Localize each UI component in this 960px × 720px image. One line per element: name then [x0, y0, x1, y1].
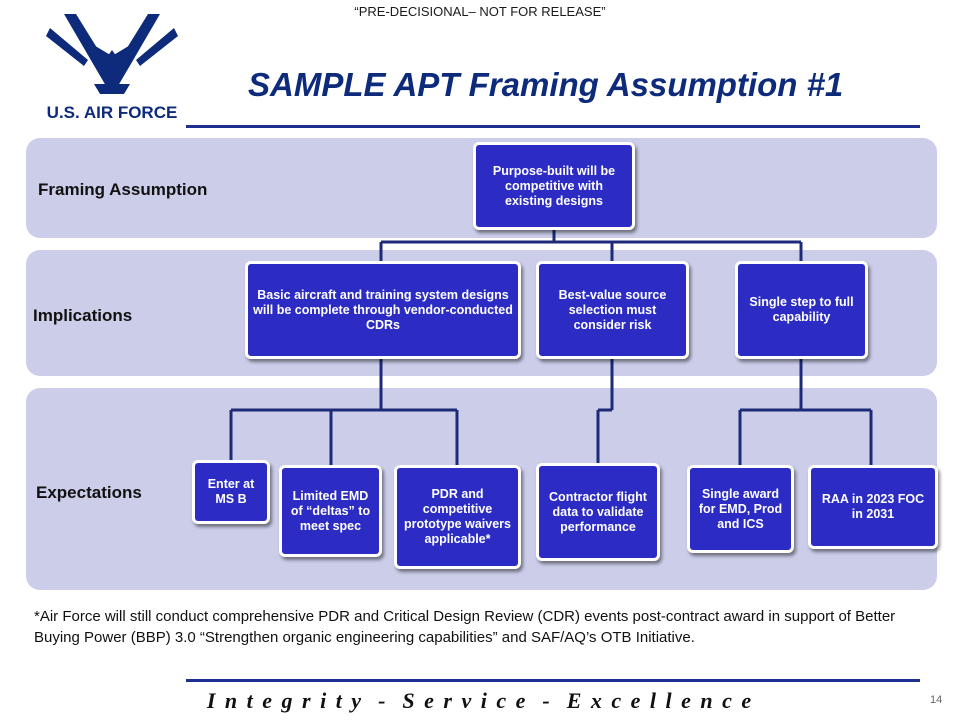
- expectation-raa-foc-box: RAA in 2023 FOC in 2031: [808, 465, 938, 549]
- framing-assumption-box: Purpose-built will be competitive with e…: [473, 142, 635, 230]
- expectation-limited-emd-box: Limited EMD of “deltas” to meet spec: [279, 465, 382, 557]
- implication-best-value-box: Best-value source selection must conside…: [536, 261, 689, 359]
- release-banner: “PRE-DECISIONAL– NOT FOR RELEASE”: [354, 4, 606, 19]
- implication-single-step-box: Single step to full capability: [735, 261, 868, 359]
- title-rule: [186, 125, 920, 128]
- implication-basic-aircraft-box: Basic aircraft and training system desig…: [245, 261, 521, 359]
- expectation-enter-ms-b-box: Enter at MS B: [192, 460, 270, 524]
- expectation-single-award-box: Single award for EMD, Prod and ICS: [687, 465, 794, 553]
- expectation-contractor-data-box: Contractor flight data to validate perfo…: [536, 463, 660, 561]
- expectations-band-label: Expectations: [36, 483, 142, 502]
- footnote: *Air Force will still conduct comprehens…: [34, 608, 896, 646]
- logo-text: U.S. AIR FORCE: [47, 103, 178, 122]
- footer-motto: I n t e g r i t y - S e r v i c e - E x …: [206, 688, 754, 713]
- page-number: 14: [930, 694, 943, 706]
- framing-band-label: Framing Assumption: [38, 180, 208, 199]
- implications-band-label: Implications: [33, 306, 133, 325]
- air-force-wings-icon: [46, 14, 178, 94]
- page-title: SAMPLE APT Framing Assumption #1: [248, 66, 844, 103]
- footer-rule: [186, 679, 920, 682]
- air-force-logo: U.S. AIR FORCE: [46, 14, 178, 122]
- expectation-pdr-waivers-box: PDR and competitive prototype waivers ap…: [394, 465, 521, 569]
